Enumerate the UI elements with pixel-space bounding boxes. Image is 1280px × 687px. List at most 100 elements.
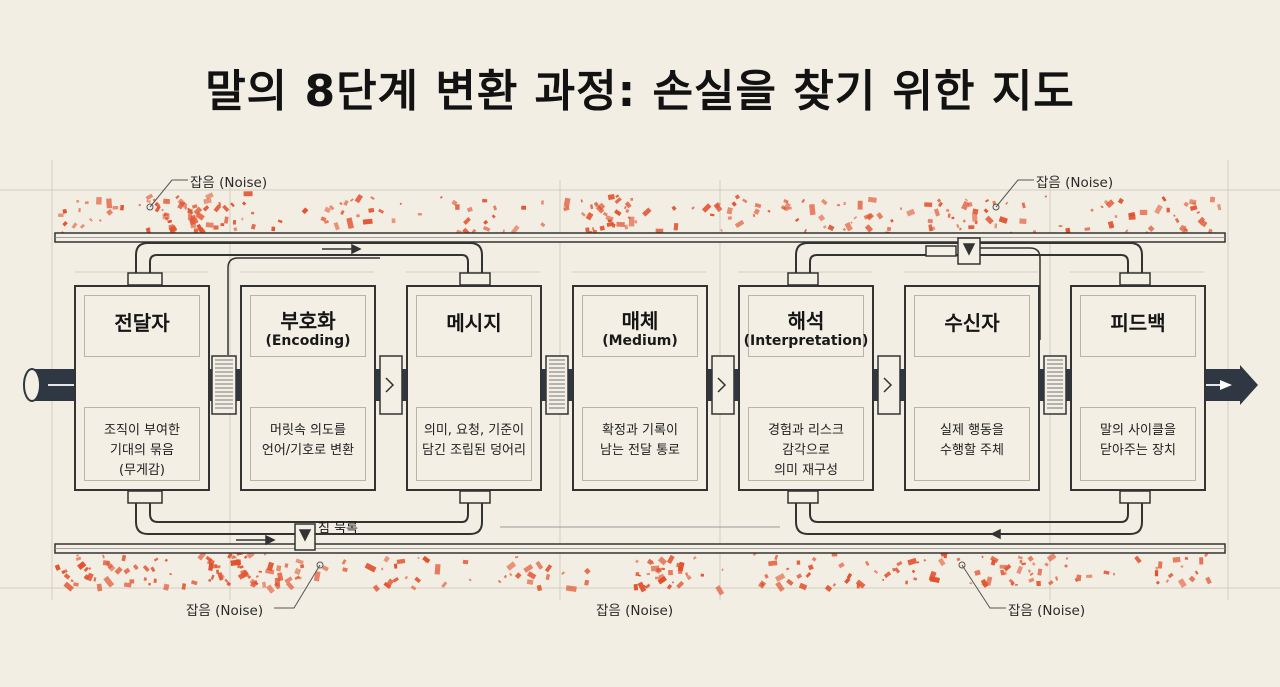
noise-speck	[83, 574, 90, 581]
noise-speck	[657, 556, 668, 566]
noise-speck	[624, 201, 632, 209]
noise-speck	[882, 579, 885, 581]
stage-title: 전달자	[114, 311, 170, 335]
noise-speck	[339, 202, 343, 206]
noise-speck	[1107, 220, 1115, 229]
noise-speck	[783, 202, 791, 212]
noise-speck	[786, 578, 794, 586]
noise-speck	[1074, 578, 1079, 583]
noise-speck	[998, 216, 1008, 224]
noise-speck	[850, 221, 853, 224]
stage-box-inner-bottom	[1080, 407, 1196, 481]
noise-speck	[208, 578, 212, 582]
noise-speck	[774, 573, 786, 582]
noise-speck	[526, 579, 534, 585]
noise-speck	[666, 554, 675, 565]
noise-speck	[906, 208, 916, 217]
stage-description: 확정과 기록이 남는 전달 통로	[599, 423, 681, 458]
noise-speck	[907, 557, 918, 566]
noise-speck	[890, 219, 894, 223]
noise-speck	[929, 226, 936, 232]
noise-speck	[295, 558, 304, 565]
noise-speck	[584, 579, 590, 586]
noise-speck	[1048, 580, 1054, 586]
noise-speck	[250, 211, 255, 215]
noise-speck	[654, 576, 661, 580]
noise-speck	[378, 208, 385, 214]
stage-description: 머릿속 의도를 언어/기호로 변환	[261, 423, 355, 458]
noise-speck	[1010, 581, 1015, 586]
noise-speck	[274, 577, 281, 587]
noise-speck	[106, 198, 113, 209]
noise-speck	[154, 205, 161, 213]
noise-speck	[864, 224, 874, 233]
noise-speck	[628, 216, 635, 227]
noise-speck	[1173, 214, 1176, 217]
noise-speck	[1014, 583, 1019, 586]
stage-title: 매체	[621, 309, 659, 333]
noise-speck	[521, 205, 527, 210]
noise-speck	[625, 208, 630, 214]
noise-speck	[545, 573, 551, 581]
stage-subtitle: (Medium)	[602, 333, 678, 349]
noise-speck	[164, 558, 168, 562]
stage-box-inner-top	[582, 295, 698, 357]
noise-speck	[644, 583, 651, 589]
noise-speck	[867, 196, 877, 203]
noise-speck	[924, 202, 933, 207]
noise-speck	[168, 225, 178, 233]
noise-speck	[393, 563, 398, 569]
noise-speck	[107, 563, 116, 572]
noise-speck	[805, 572, 812, 578]
noise-speck	[1019, 218, 1027, 225]
noise-speck	[514, 555, 519, 559]
noise-speck	[190, 580, 198, 586]
noise-speck	[218, 571, 223, 576]
noise-speck	[233, 227, 238, 232]
noise-speck	[138, 203, 141, 207]
noise-speck	[243, 191, 253, 197]
noise-speck	[1209, 196, 1216, 203]
noise-speck	[506, 561, 517, 571]
stage-box-inner-top	[250, 295, 366, 357]
noise-speck	[886, 226, 892, 232]
noise-speck	[1114, 215, 1118, 218]
noise-speck	[266, 584, 275, 594]
noise-speck	[391, 218, 396, 224]
noise-speck	[114, 566, 123, 575]
noise-speck	[1054, 576, 1059, 581]
noise-speck	[536, 584, 543, 592]
stage-box-receiver: 수신자 실제 행동을 수행할 주체	[904, 285, 1040, 491]
valve-top	[925, 237, 981, 265]
noise-speck	[544, 564, 553, 573]
noise-speck	[655, 567, 662, 574]
noise-speck	[417, 557, 420, 559]
noise-speck	[580, 211, 586, 217]
noise-speck	[120, 204, 125, 211]
noise-speck	[161, 208, 164, 212]
noise-speck	[1200, 220, 1208, 228]
noise-speck	[79, 223, 85, 229]
noise-speck	[96, 196, 102, 205]
noise-speck	[1154, 204, 1163, 215]
stage-box-inner-bottom	[914, 407, 1030, 481]
noise-speck	[466, 206, 473, 213]
noise-speck	[614, 197, 622, 205]
noise-speck	[1183, 228, 1189, 233]
noise-speck	[63, 573, 71, 580]
noise-speck	[441, 581, 448, 588]
noise-speck	[482, 225, 491, 232]
noise-speck	[1105, 199, 1115, 209]
noise-speck	[809, 204, 816, 216]
noise-speck	[972, 213, 978, 222]
noise-speck	[928, 570, 937, 582]
noise-speck	[974, 220, 978, 225]
noise-speck	[70, 579, 74, 583]
noise-speck	[146, 199, 151, 203]
noise-speck	[794, 217, 800, 223]
noise-speck	[565, 585, 577, 592]
noise-speck	[514, 572, 522, 579]
noise-speck	[58, 213, 64, 217]
noise-speck	[250, 223, 256, 230]
noise-speck	[527, 571, 537, 580]
